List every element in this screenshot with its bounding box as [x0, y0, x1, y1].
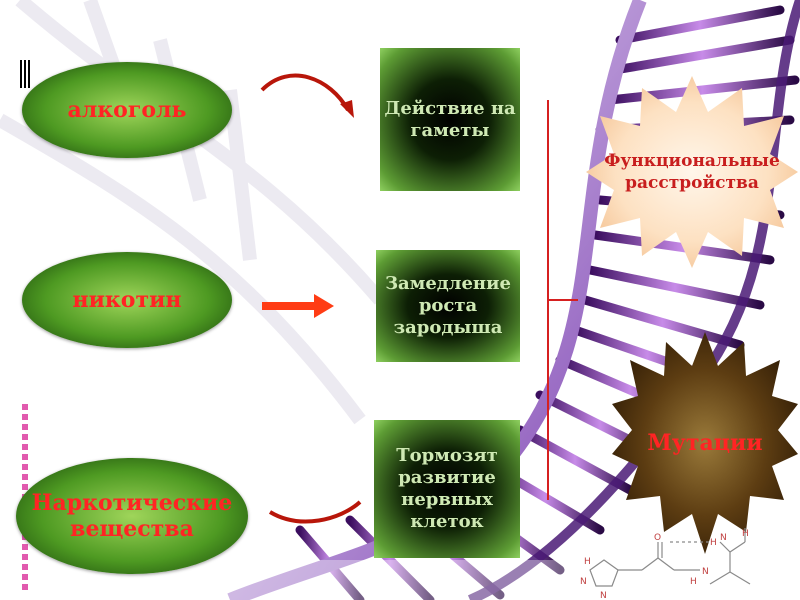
cause-drugs: Наркотические вещества [16, 458, 248, 574]
chemical-formula-icon: H N N O H N H H N [580, 528, 751, 600]
outcome-functional-disorders: Функциональные расстройства [584, 74, 800, 270]
cause-alcohol: алкоголь [22, 62, 232, 158]
mutations-label: Мутации [647, 430, 763, 456]
svg-text:H: H [742, 529, 749, 539]
effect-gametes: Действие на гаметы [380, 48, 520, 191]
svg-text:N: N [600, 591, 607, 600]
left-edge-marker-top [20, 60, 32, 88]
functional-disorders-label: Функциональные расстройства [604, 151, 780, 193]
svg-text:H: H [710, 538, 717, 548]
svg-text:H: H [584, 557, 591, 567]
svg-text:O: O [654, 533, 661, 543]
svg-text:N: N [720, 533, 727, 543]
effect-nerve-cells: Тормозят развитие нервных клеток [374, 420, 520, 558]
effect-embryo-growth: Замедление роста зародыша [376, 250, 520, 362]
cause-nicotine: никотин [22, 252, 232, 348]
outcome-mutations: Мутации [612, 330, 798, 556]
svg-text:H: H [690, 577, 697, 587]
svg-text:N: N [702, 567, 709, 577]
svg-text:N: N [580, 577, 587, 587]
